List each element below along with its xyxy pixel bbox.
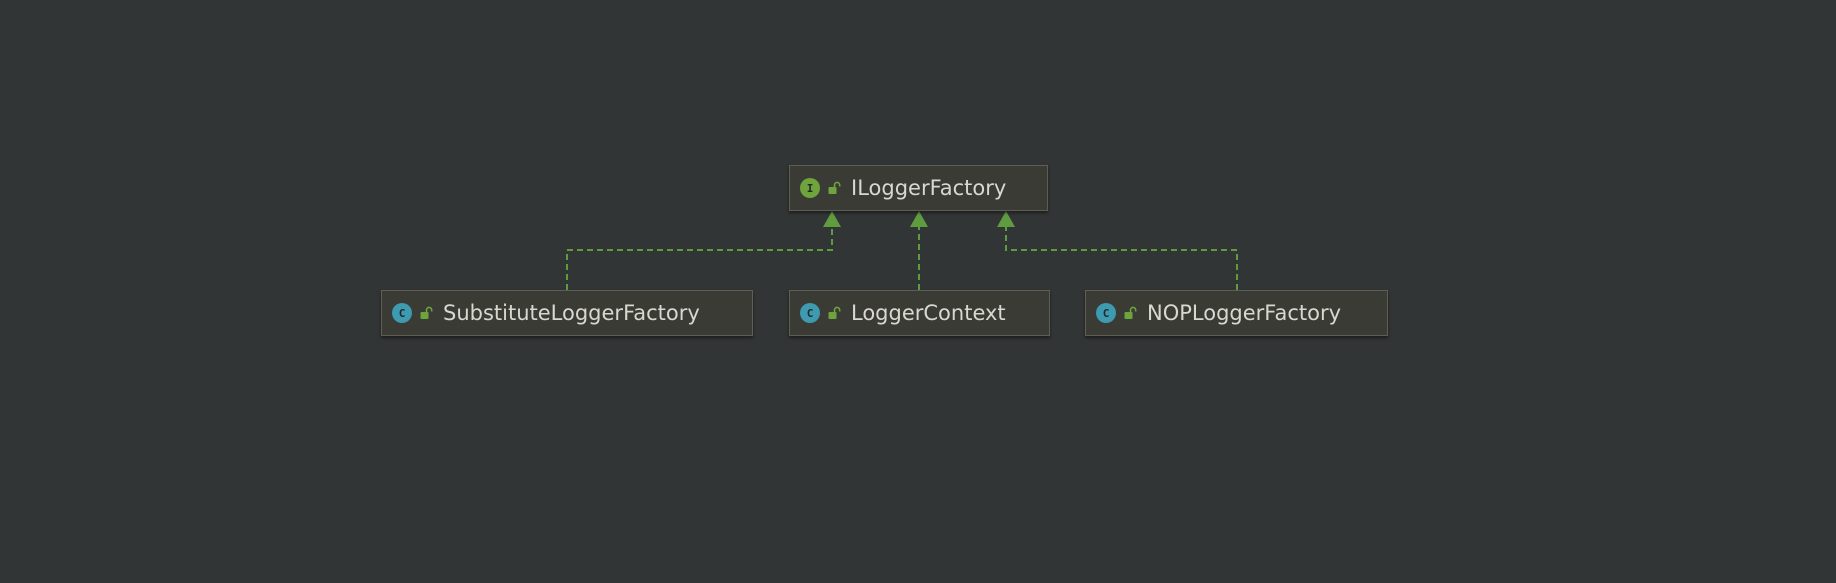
node-label: SubstituteLoggerFactory xyxy=(443,301,700,325)
edge-context-to-ilogger xyxy=(910,211,928,290)
class-icon: C xyxy=(800,303,820,323)
node-substituteloggerfactory[interactable]: C SubstituteLoggerFactory xyxy=(381,290,753,336)
node-iloggerfactory[interactable]: I ILoggerFactory xyxy=(789,165,1048,211)
interface-icon: I xyxy=(800,178,820,198)
edge-substitute-to-ilogger xyxy=(566,211,841,290)
node-label: NOPLoggerFactory xyxy=(1147,301,1342,325)
node-label: ILoggerFactory xyxy=(851,176,1007,200)
class-icon: C xyxy=(392,303,412,323)
class-icon: C xyxy=(1096,303,1116,323)
public-lock-icon xyxy=(1124,306,1137,319)
edge-nop-to-ilogger xyxy=(997,211,1238,290)
node-noploggerfactory[interactable]: C NOPLoggerFactory xyxy=(1085,290,1388,336)
public-lock-icon xyxy=(828,306,841,319)
public-lock-icon xyxy=(420,306,433,319)
public-lock-icon xyxy=(828,181,841,194)
node-label: LoggerContext xyxy=(851,301,1006,325)
node-loggercontext[interactable]: C LoggerContext xyxy=(789,290,1050,336)
